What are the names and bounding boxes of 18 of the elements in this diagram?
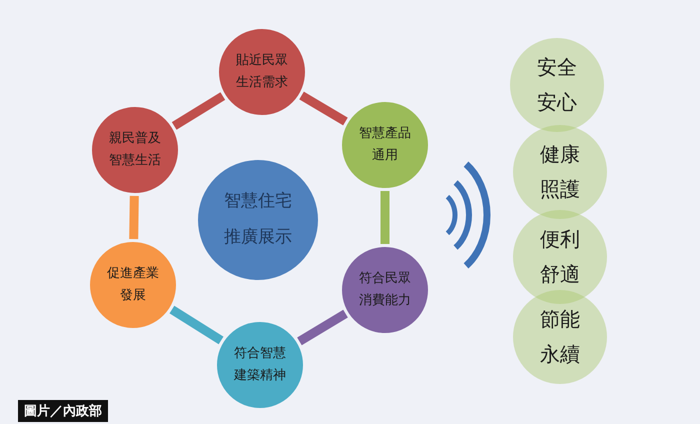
circle-label: 貼近民眾生活需求 (236, 52, 288, 92)
circle-label: 符合智慧建築精神 (234, 344, 286, 385)
circle-label: 安全安心 (537, 54, 577, 116)
image-credit: 圖片／內政部 (18, 400, 108, 422)
circle-label: 智慧住宅推廣展示 (224, 190, 292, 249)
circle-label: 親民普及智慧生活 (109, 130, 161, 170)
circle-label: 符合民眾消費能力 (359, 270, 411, 310)
connector (129, 196, 139, 240)
circle-label: 節能永續 (540, 306, 580, 368)
circle-label: 智慧產品通用 (359, 124, 411, 165)
connector (170, 306, 224, 344)
connector (297, 310, 348, 346)
connector (299, 92, 348, 126)
connector (380, 191, 390, 244)
circle-label: 促進產業發展 (107, 264, 159, 305)
circle-label: 便利舒適 (540, 226, 580, 288)
connector (172, 92, 226, 130)
circle-label: 健康照護 (540, 141, 580, 203)
